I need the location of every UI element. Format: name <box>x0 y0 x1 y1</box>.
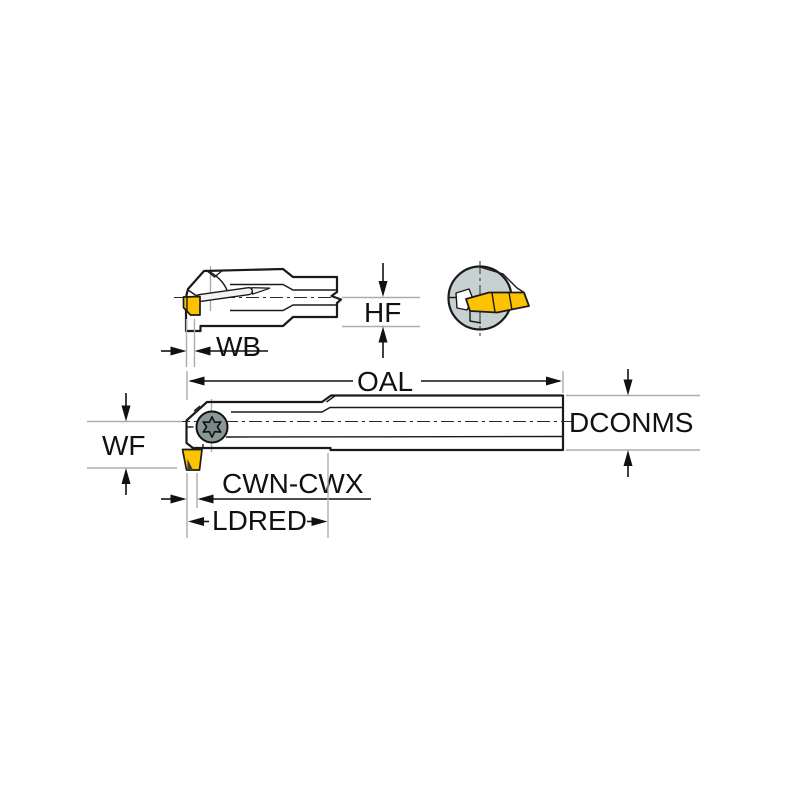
torx-star <box>202 416 222 438</box>
dimension-dconms: DCONMS <box>566 369 700 477</box>
wb-arrowhead-right <box>194 346 211 356</box>
tool-body <box>185 394 565 452</box>
ldred-arrowhead-left <box>188 517 204 526</box>
front-notch-below-insert <box>469 311 482 324</box>
dimension-wb: WB <box>161 319 268 367</box>
front-view <box>447 261 530 336</box>
dim-label-ldred: LDRED <box>212 505 307 536</box>
wf-arrowhead-top <box>121 405 131 422</box>
dconms-arrowhead-bottom <box>623 450 633 466</box>
dimension-ldred: LDRED <box>188 453 329 538</box>
hf-arrowhead-top <box>378 281 388 297</box>
oal-arrowhead-left <box>188 376 205 386</box>
dim-label-oal: OAL <box>357 366 413 397</box>
dimension-oal: OAL <box>186 366 564 400</box>
wb-arrowhead-left <box>170 346 187 356</box>
insert-front-divider-2 <box>508 292 513 311</box>
clamp-screw-side <box>195 286 271 303</box>
dim-label-hf: HF <box>364 297 401 328</box>
neck-step-line-bottom <box>230 304 337 312</box>
dconms-arrowhead-top <box>623 379 633 396</box>
insert-side-bottom-view <box>181 448 203 471</box>
step-chamfer <box>326 394 336 403</box>
wf-arrowhead-bottom <box>121 468 131 484</box>
torx-screw <box>195 410 229 444</box>
head-detail-view <box>174 266 344 333</box>
dimension-wf: WF <box>87 393 182 495</box>
hf-arrowhead-bottom <box>378 326 388 343</box>
dimension-cwn-cwx: CWN-CWX <box>161 468 371 538</box>
insert-front-divider-1 <box>491 292 496 313</box>
ldred-arrowhead-right <box>311 517 328 526</box>
tool-side-view <box>177 394 578 471</box>
neck-step-line-top <box>230 283 337 291</box>
cwn-arrowhead-left <box>170 494 187 504</box>
insert-tip-shading <box>187 459 193 470</box>
dim-label-wf: WF <box>102 430 146 461</box>
front-head-edge <box>479 266 525 294</box>
clamp-notch <box>205 269 224 278</box>
body-line-lower <box>225 435 564 438</box>
insert-front <box>465 291 530 314</box>
chamfer-tick <box>193 405 201 412</box>
oal-arrowhead-right <box>546 376 562 386</box>
body-line-upper <box>231 406 563 413</box>
dim-label-dconms: DCONMS <box>569 407 693 438</box>
dim-label-cwn-cwx: CWN-CWX <box>222 468 364 499</box>
dim-label-wb: WB <box>216 331 261 362</box>
dimension-hf: HF <box>342 263 420 358</box>
head-body <box>184 267 343 333</box>
cwn-arrowhead-right <box>197 494 214 504</box>
